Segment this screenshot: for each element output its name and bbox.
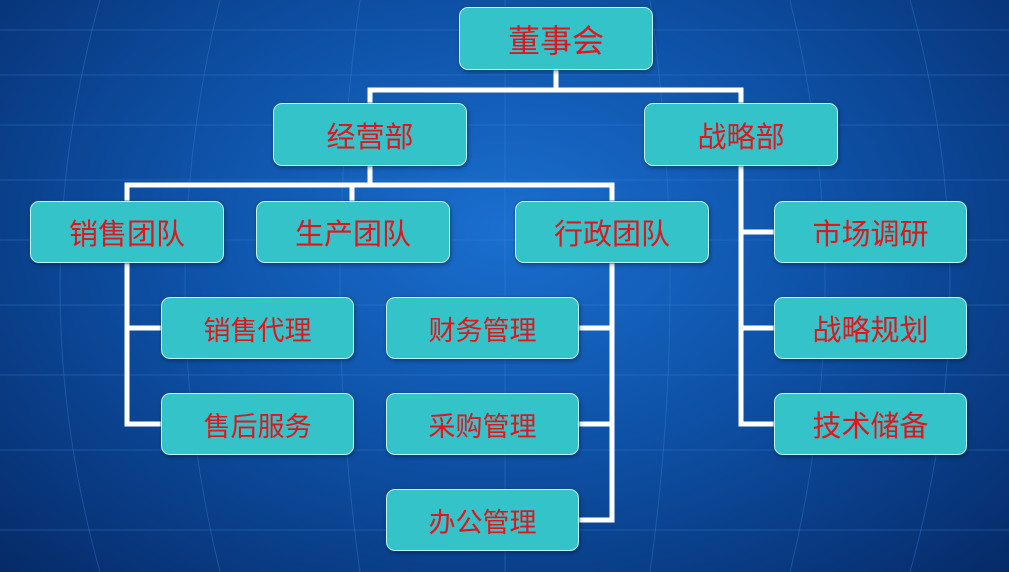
node-operations-dept: 经营部 <box>273 103 467 166</box>
node-after-sales-service: 售后服务 <box>161 393 354 455</box>
node-production-team: 生产团队 <box>256 201 450 263</box>
node-sales-team: 销售团队 <box>30 201 224 263</box>
node-finance-management: 财务管理 <box>386 297 579 359</box>
node-board: 董事会 <box>459 7 653 70</box>
node-procurement-management: 采购管理 <box>386 393 579 455</box>
node-office-management: 办公管理 <box>386 489 579 551</box>
node-market-research: 市场调研 <box>774 201 967 263</box>
node-sales-agency: 销售代理 <box>161 297 354 359</box>
node-strategy-dept: 战略部 <box>644 103 838 166</box>
node-technology-reserve: 技术储备 <box>774 393 967 455</box>
node-strategic-planning: 战略规划 <box>774 297 967 359</box>
node-admin-team: 行政团队 <box>515 201 709 263</box>
